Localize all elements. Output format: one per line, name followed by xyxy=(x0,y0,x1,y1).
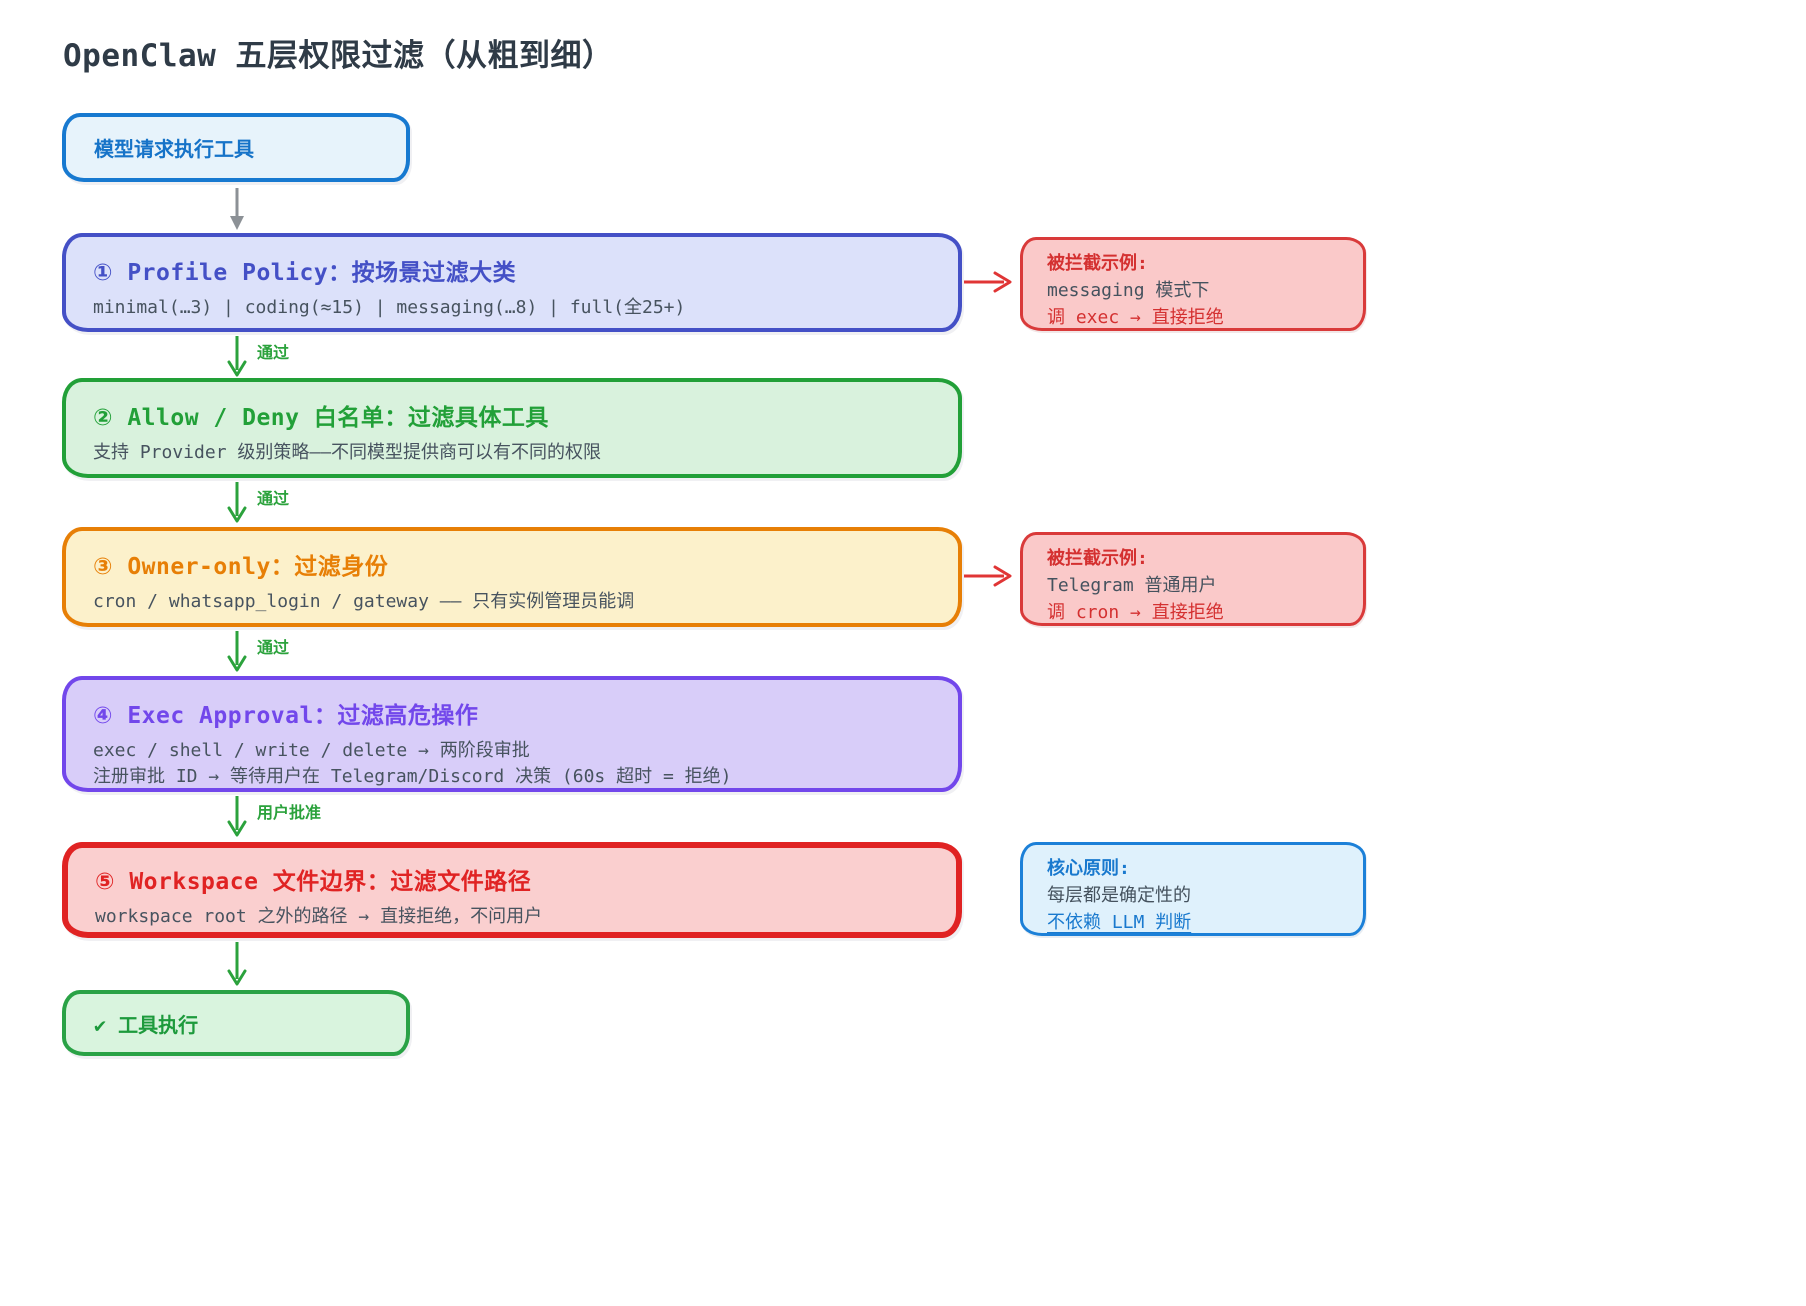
layer-4-detail-2: 注册审批 ID → 等待用户在 Telegram/Discord 决策 (60s… xyxy=(93,766,732,788)
connector-label: 用户批准 xyxy=(257,803,322,822)
arrow-down-icon xyxy=(227,631,247,672)
principle-line1: 每层都是确定性的 xyxy=(1047,885,1191,906)
connector-layer5-to-end xyxy=(226,942,257,987)
callout-2-heading: 被拦截示例: xyxy=(1047,548,1148,569)
blocked-example-callout-1: 被拦截示例: messaging 模式下 调 exec → 直接拒绝 xyxy=(1020,237,1366,331)
callout-2-line1: Telegram 普通用户 xyxy=(1047,575,1217,596)
connector-start-to-layer1 xyxy=(226,188,257,230)
layer-2-detail: 支持 Provider 级别策略——不同模型提供商可以有不同的权限 xyxy=(93,442,602,463)
layer-1-detail: minimal(…3) | coding(≈15) | messaging(…8… xyxy=(93,297,686,318)
callout-1-heading: 被拦截示例: xyxy=(1047,253,1148,274)
layer-3-detail: cron / whatsapp_login / gateway —— 只有实例管… xyxy=(93,591,635,612)
arrow-down-icon xyxy=(227,336,247,377)
end-node: ✔ 工具执行 xyxy=(62,990,410,1056)
connector-label: 通过 xyxy=(257,638,290,657)
layer-4-detail-1: exec / shell / write / delete → 两阶段审批 xyxy=(93,740,530,761)
arrow-down-icon xyxy=(227,942,247,986)
blocked-example-callout-2: 被拦截示例: Telegram 普通用户 调 cron → 直接拒绝 xyxy=(1020,532,1366,626)
layer-3-owner-only: ③ Owner-only：过滤身份 cron / whatsapp_login … xyxy=(62,527,962,627)
layer-2-title: ② Allow / Deny 白名单：过滤具体工具 xyxy=(93,405,549,431)
core-principle-box: 核心原则: 每层都是确定性的 不依赖 LLM 判断 xyxy=(1020,842,1366,936)
callout-2-line2: 调 cron → 直接拒绝 xyxy=(1047,602,1224,623)
layer-1-profile-policy: ① Profile Policy：按场景过滤大类 minimal(…3) | c… xyxy=(62,233,962,332)
reject-arrow-icon xyxy=(964,565,1012,587)
reject-arrow-icon xyxy=(964,271,1012,293)
layer-5-detail: workspace root 之外的路径 → 直接拒绝，不问用户 xyxy=(95,906,543,927)
end-node-label: ✔ 工具执行 xyxy=(94,1012,199,1037)
connector-label: 通过 xyxy=(257,343,290,362)
connector-layer3-to-layer4: 通过 xyxy=(226,631,289,673)
callout-1-line1: messaging 模式下 xyxy=(1047,280,1210,301)
layer-4-exec-approval: ④ Exec Approval：过滤高危操作 exec / shell / wr… xyxy=(62,676,962,792)
principle-line2: 不依赖 LLM 判断 xyxy=(1047,912,1192,933)
arrow-down-icon xyxy=(230,188,244,230)
principle-heading: 核心原则: xyxy=(1047,858,1130,879)
page-title: OpenClaw 五层权限过滤（从粗到细） xyxy=(63,38,614,74)
layer-3-title: ③ Owner-only：过滤身份 xyxy=(93,554,389,580)
layer-5-title: ⑤ Workspace 文件边界：过滤文件路径 xyxy=(95,869,532,895)
arrow-down-icon xyxy=(227,482,247,523)
connector-label: 通过 xyxy=(257,489,290,508)
start-node: 模型请求执行工具 xyxy=(62,113,410,182)
layer-4-title: ④ Exec Approval：过滤高危操作 xyxy=(93,703,479,729)
arrow-down-icon xyxy=(227,796,247,837)
connector-layer1-to-layer2: 通过 xyxy=(226,336,289,378)
layer-1-title: ① Profile Policy：按场景过滤大类 xyxy=(93,260,517,286)
connector-layer2-to-layer3: 通过 xyxy=(226,482,289,524)
start-node-label: 模型请求执行工具 xyxy=(94,137,254,161)
connector-layer4-to-layer5: 用户批准 xyxy=(226,796,321,838)
layer-2-allow-deny: ② Allow / Deny 白名单：过滤具体工具 支持 Provider 级别… xyxy=(62,378,962,478)
layer-5-workspace-boundary: ⑤ Workspace 文件边界：过滤文件路径 workspace root 之… xyxy=(62,842,962,938)
callout-1-line2: 调 exec → 直接拒绝 xyxy=(1047,307,1224,328)
